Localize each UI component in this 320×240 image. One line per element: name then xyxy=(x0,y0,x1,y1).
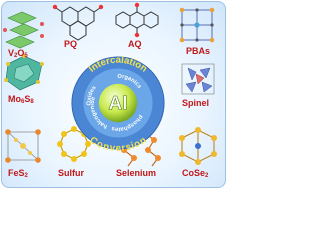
structure-artwork xyxy=(3,2,217,167)
mo6s8-cluster-icon xyxy=(4,54,44,91)
fes2-structure-icon xyxy=(5,129,41,163)
label-spinel: Spinel xyxy=(182,98,210,108)
label-fes2: FeS2 xyxy=(8,168,28,179)
center-ball xyxy=(98,83,138,123)
pq-molecule-icon xyxy=(52,4,104,41)
ring-inner-word-1: Oxides xyxy=(86,85,97,105)
label-mo6s8: Mo6S8 xyxy=(8,94,34,105)
label-cose2: CoSe2 xyxy=(182,168,209,179)
label-sulfur: Sulfur xyxy=(58,168,84,178)
label-pq: PQ xyxy=(64,39,78,49)
label-aq: AQ xyxy=(128,39,142,49)
label-pbas: PBAs xyxy=(186,46,211,56)
cose2-structure-icon xyxy=(179,127,217,165)
aq-molecule-icon xyxy=(115,2,159,38)
label-selenium: Selenium xyxy=(116,168,157,178)
pbas-framework-icon xyxy=(179,7,215,43)
label-v2o5: V2O5 xyxy=(8,48,28,59)
spinel-structure-icon xyxy=(181,63,215,95)
figure-frame: Intercalation Conversion Oxides Organics… xyxy=(1,1,226,188)
v2o5-structure-icon xyxy=(3,11,44,49)
central-ring: Intercalation Conversion Oxides Organics… xyxy=(70,55,165,151)
center-label: Al xyxy=(108,94,127,115)
